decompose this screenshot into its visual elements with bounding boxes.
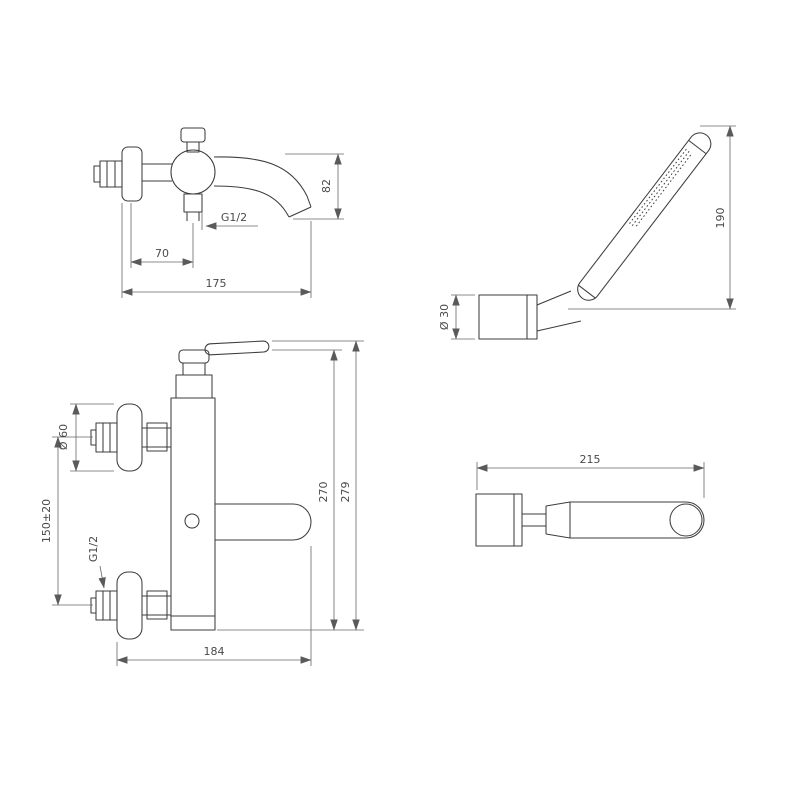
dim-overall-height-label: 279 [339,482,352,503]
faucet-side-view: 82 G1/2 70 175 [93,127,344,298]
diverter-knob [180,127,206,143]
wand-end-cap [669,503,703,537]
handshower-side-dimension-lines [476,462,705,498]
handshower-side-outline [475,493,705,547]
shower-wand [577,132,712,301]
inlet-stub [93,165,101,183]
mixer-body-column [170,397,216,631]
dim-inlet-spacing-label: 150±20 [40,499,53,543]
dim-spout-height-label: 82 [320,179,333,193]
handshower-side-view: 215 [475,453,705,547]
dim-wall-to-center-label: 70 [155,247,169,260]
hex-nut-bottom [95,590,118,621]
hex-nut [99,160,123,188]
bottom-outlet [183,193,203,213]
dim-outlet-thread-label: G1/2 [221,211,247,224]
diverter-button [184,513,200,529]
dim-shower-length-label: 190 [714,208,727,229]
faucet-side-outline [93,127,312,221]
handshower-angled-dimension-lines [451,125,736,340]
cartridge-cap [178,349,210,364]
dim-overall-depth-label: 175 [206,277,227,290]
handshower-angled-outline [478,132,712,340]
spout-front [215,503,312,541]
handshower-angled-view: 190 Ø 30 [438,125,736,340]
spout-bottom-edge [213,185,290,218]
spout-top-edge [213,156,312,208]
shower-holder-cup [478,294,538,340]
hex-nut-top [95,422,118,453]
dim-overall-width-label: 184 [204,645,225,658]
spray-face-dots [629,148,687,224]
faucet-front-dimension-lines [52,340,364,666]
dim-body-height-label: 270 [317,482,330,503]
dim-escutcheon-diameter-label: Ø 60 [57,424,70,450]
faucet-front-view: Ø 60 150±20 G1/2 270 279 184 [40,340,364,666]
dim-holder-diameter-label: Ø 30 [438,304,451,330]
escutcheon-top [116,403,143,472]
spout-tip [288,206,312,218]
shower-holder-cup-side [475,493,523,547]
lever-handle [204,340,270,356]
wall-escutcheon [121,146,143,202]
escutcheon-bottom [116,571,143,640]
mixer-body [170,149,216,195]
dim-shower-side-length-label: 215 [580,453,601,466]
dim-inlet-thread-label: G1/2 [87,536,100,562]
shower-wand-side [569,501,705,539]
faucet-side-dimension-lines [121,153,344,298]
faucet-front-outline [90,340,312,640]
